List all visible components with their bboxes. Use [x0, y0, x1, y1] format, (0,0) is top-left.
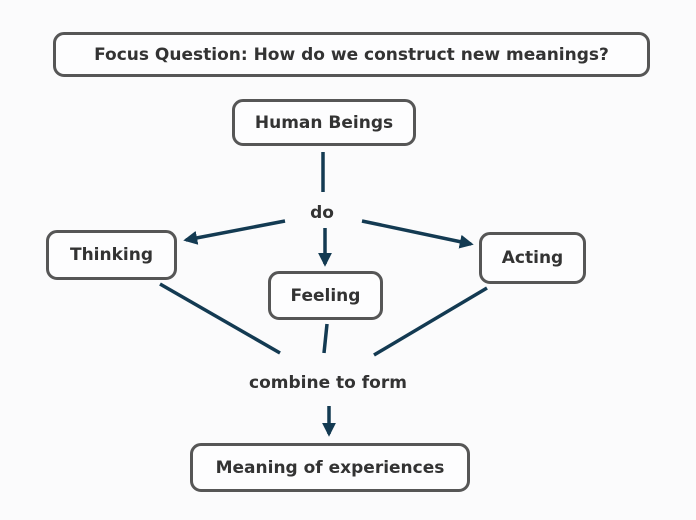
node-human-beings: Human Beings [232, 99, 416, 146]
edge-acting-combine [373, 286, 488, 357]
node-acting: Acting [479, 232, 586, 284]
link-label-do: do [310, 203, 334, 223]
node-thinking: Thinking [46, 230, 177, 280]
edge-do-acting [361, 219, 474, 249]
node-acting-label: Acting [501, 248, 564, 268]
link-label-combine-to-form: combine to form [249, 373, 407, 393]
focus-question-node: Focus Question: How do we construct new … [53, 32, 650, 77]
node-feeling-label: Feeling [290, 285, 361, 306]
node-meaning-of-experiences: Meaning of experiences [190, 443, 470, 492]
node-thinking-label: Thinking [69, 245, 154, 265]
focus-question-label: Focus Question: How do we construct new … [94, 44, 609, 65]
node-meaning-of-experiences-label: Meaning of experiences [215, 457, 445, 478]
edge-thinking-combine [159, 282, 281, 355]
node-human-beings-label: Human Beings [254, 112, 394, 133]
edge-do-thinking [183, 219, 286, 245]
node-feeling: Feeling [268, 271, 383, 320]
edge-feeling-combine [322, 323, 329, 354]
